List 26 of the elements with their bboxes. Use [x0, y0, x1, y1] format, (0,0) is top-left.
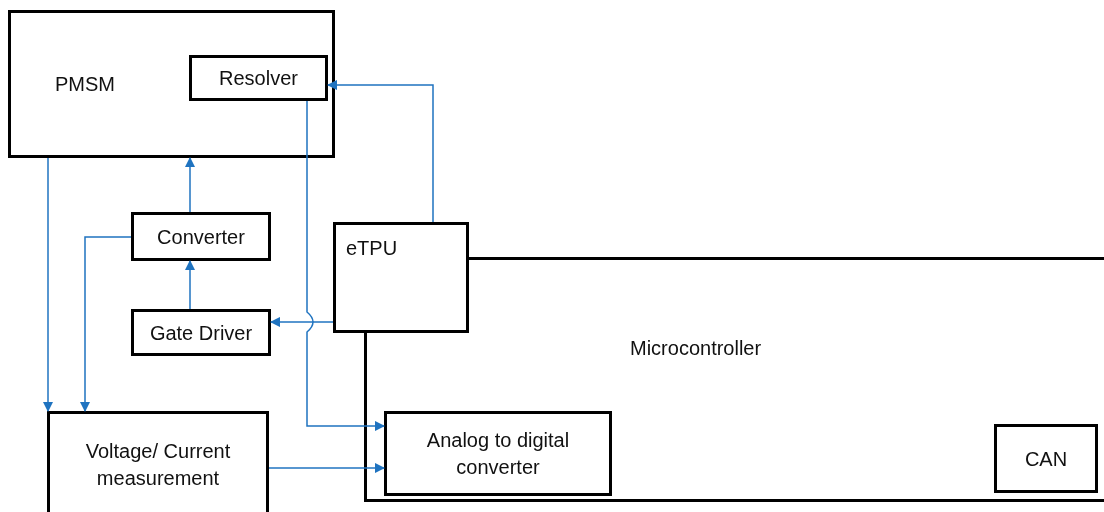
block-box	[384, 411, 612, 496]
block-label: Voltage/ Current measurement	[84, 439, 232, 491]
block-box	[131, 212, 271, 261]
block-box	[994, 424, 1098, 493]
block-label: Microcontroller	[630, 336, 763, 361]
block-box	[364, 257, 1104, 502]
arrow	[326, 79, 434, 223]
block-label: Analog to digital converter	[425, 427, 571, 480]
arrow	[269, 316, 334, 328]
block-box	[131, 309, 271, 356]
block-label: eTPU	[346, 236, 399, 261]
block-label: Resolver	[218, 65, 299, 91]
block-box	[189, 55, 328, 101]
arrow	[42, 157, 54, 413]
block-label: Converter	[156, 224, 246, 249]
block-box	[8, 10, 335, 158]
block-box	[333, 222, 469, 333]
arrow	[79, 236, 132, 413]
arrow	[306, 100, 386, 432]
block-label: CAN	[1023, 446, 1069, 471]
block-box	[47, 411, 269, 512]
arrow	[184, 156, 196, 213]
block-label: Gate Driver	[148, 320, 254, 345]
arrow	[184, 259, 196, 310]
arrow	[268, 462, 386, 474]
block-label: PMSM	[55, 72, 116, 97]
